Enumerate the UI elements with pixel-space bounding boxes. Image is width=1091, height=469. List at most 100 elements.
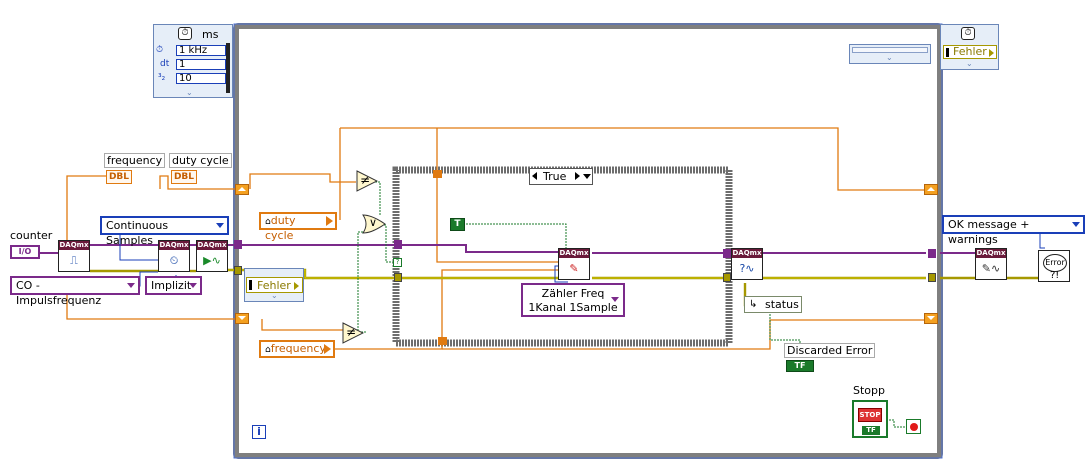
- write-vi-icon: ✎: [569, 262, 579, 275]
- or-primitive[interactable]: ∨: [362, 214, 386, 234]
- not-equal-symbol: ≠: [360, 173, 371, 187]
- daqmx-timing-vi[interactable]: DAQmx ⏲: [158, 240, 190, 272]
- case-tunnel-error-right: [723, 273, 731, 282]
- timing-node-row-2[interactable]: dt 1: [156, 59, 226, 71]
- true-constant[interactable]: T: [450, 218, 465, 231]
- timing-dt-value: 1: [176, 59, 226, 70]
- fehler-field: Fehler: [246, 277, 303, 293]
- co-impulsfrequenz-enum[interactable]: CO - Impulsfrequenz: [10, 276, 140, 307]
- shift-register-left-top[interactable]: [235, 184, 249, 195]
- not-equal-primitive-bottom[interactable]: ≠: [342, 322, 365, 344]
- or-symbol: ∨: [369, 216, 378, 229]
- stop-type-label: TF: [866, 426, 876, 434]
- daqmx-clear-vi[interactable]: DAQmx ✎∿: [975, 248, 1007, 280]
- chevron-down-icon: [127, 283, 135, 288]
- clear-vi-icon: ✎∿: [981, 262, 1001, 275]
- frequency-local-variable[interactable]: ⌂frequency: [259, 340, 335, 358]
- case-tunnel-orange-top: [433, 170, 442, 178]
- shift-register-right-bottom[interactable]: [924, 313, 938, 324]
- frequency-constant[interactable]: DBL: [106, 170, 132, 184]
- right-node[interactable]: ⏱ Fehler ⌄: [940, 24, 999, 70]
- implizit-enum[interactable]: Implizit: [145, 276, 202, 295]
- empty-node-field: [852, 47, 928, 53]
- chevron-down-icon: [1072, 222, 1080, 227]
- counter-constant[interactable]: I/O: [10, 245, 40, 259]
- loop-iteration-terminal: i: [252, 425, 266, 439]
- right-node-error-label: Fehler: [953, 45, 987, 58]
- daqmx-header: DAQmx: [732, 249, 762, 258]
- stop-button-terminal[interactable]: STOP TF: [852, 400, 888, 438]
- case-tunnel-purple-right: [723, 249, 731, 258]
- daqmx-start-vi[interactable]: DAQmx ▶∿: [196, 240, 228, 272]
- continuous-samples-enum[interactable]: Continuous Samples: [100, 216, 229, 247]
- not-equal-shape: [342, 322, 365, 344]
- duty-cycle-constant[interactable]: DBL: [171, 170, 197, 184]
- case-next-icon[interactable]: [575, 172, 580, 180]
- empty-node[interactable]: ⌄: [849, 44, 931, 64]
- chevron-down-icon[interactable]: ⌄: [966, 59, 973, 68]
- timing-node[interactable]: ⏱ ms ⏱ 1 kHz dt 1 ³₂ 10 ⌄: [153, 24, 233, 98]
- counter-type: I/O: [18, 247, 32, 256]
- chevron-right-icon: [294, 282, 299, 290]
- frequency-local-label: frequency: [270, 342, 326, 355]
- counter-freq-line-2: 1Kanal 1Sample: [528, 301, 618, 314]
- chevron-down-icon: [611, 297, 619, 302]
- timing-node-scroll[interactable]: [226, 43, 230, 93]
- case-tunnel-orange-bottom: [438, 337, 447, 345]
- timing-node-row-1[interactable]: ⏱ 1 kHz: [156, 45, 226, 57]
- stop-icon-text: STOP: [859, 411, 881, 419]
- counter-freq-selector[interactable]: Zähler Freq 1Kanal 1Sample: [521, 283, 625, 317]
- loop-iteration-label: i: [257, 425, 261, 438]
- is-done-vi-icon: ?∿: [739, 262, 755, 275]
- purple-tunnel-right: [928, 249, 936, 258]
- status-unbundle[interactable]: ↳ status: [744, 296, 802, 313]
- duty-cycle-local-variable[interactable]: ⌂duty cycle: [259, 212, 337, 242]
- chevron-right-icon: [326, 216, 333, 226]
- timing-frequency-value: 1 kHz: [176, 45, 226, 56]
- error-handler-icon[interactable]: Error ?!: [1038, 250, 1070, 282]
- chevron-down-icon[interactable]: ⌄: [271, 291, 278, 300]
- ok-message-enum[interactable]: OK message + warnings: [942, 215, 1085, 246]
- error-question-icon: ?!: [1050, 270, 1060, 281]
- error-tunnel-left: [234, 266, 242, 275]
- case-selector[interactable]: True: [529, 168, 593, 185]
- stop-circle-icon: [910, 423, 918, 431]
- timing-node-header: ⏱ ms: [154, 25, 232, 43]
- daqmx-write-vi[interactable]: DAQmx ✎: [558, 248, 590, 280]
- ok-message-label: OK message + warnings: [948, 218, 1030, 246]
- chevron-down-icon[interactable]: ⌄: [186, 88, 193, 97]
- stop-icon: STOP: [858, 408, 882, 422]
- chevron-down-icon[interactable]: ⌄: [886, 53, 893, 62]
- timing-node-row-3[interactable]: ³₂ 10: [156, 73, 226, 85]
- while-loop-frame: [233, 23, 943, 459]
- continuous-samples-label: Continuous Samples: [106, 219, 169, 247]
- timing-offset-value: 10: [176, 73, 226, 84]
- chevron-down-icon[interactable]: [583, 174, 591, 179]
- counter-vi-icon: ⎍: [70, 254, 78, 267]
- chevron-down-icon: [189, 283, 197, 288]
- counter-label: counter: [10, 229, 53, 242]
- counter-freq-line-1: Zähler Freq: [541, 287, 605, 300]
- case-tunnel-bool-left: ?: [393, 258, 402, 267]
- error-bubble-icon: Error: [1043, 254, 1067, 272]
- not-equal-primitive-top[interactable]: ≠: [356, 170, 379, 192]
- fehler-cluster-control[interactable]: Fehler ⌄: [244, 268, 304, 302]
- daqmx-create-channel-vi[interactable]: DAQmx ⎍: [58, 240, 90, 272]
- loop-condition-icon[interactable]: [906, 419, 921, 434]
- shift-register-left-bottom[interactable]: [235, 313, 249, 324]
- discarded-error-indicator[interactable]: TF: [786, 360, 814, 372]
- right-node-error-field[interactable]: Fehler: [943, 45, 997, 59]
- clock-source-icon: ⏱: [156, 45, 164, 55]
- home-icon: ⌂: [265, 345, 271, 355]
- stop-type: TF: [862, 426, 880, 435]
- daqmx-header: DAQmx: [159, 241, 189, 250]
- daqmx-is-done-vi[interactable]: DAQmx ?∿: [731, 248, 763, 280]
- not-equal-shape: [356, 170, 379, 192]
- offset-icon: ³₂: [158, 73, 166, 83]
- clock-icon: ⏱: [178, 27, 192, 40]
- shift-register-right-top[interactable]: [924, 184, 938, 195]
- daqmx-header: DAQmx: [559, 249, 589, 258]
- dt-icon: dt: [160, 59, 170, 69]
- true-constant-label: T: [454, 219, 461, 229]
- case-prev-icon[interactable]: [532, 172, 537, 180]
